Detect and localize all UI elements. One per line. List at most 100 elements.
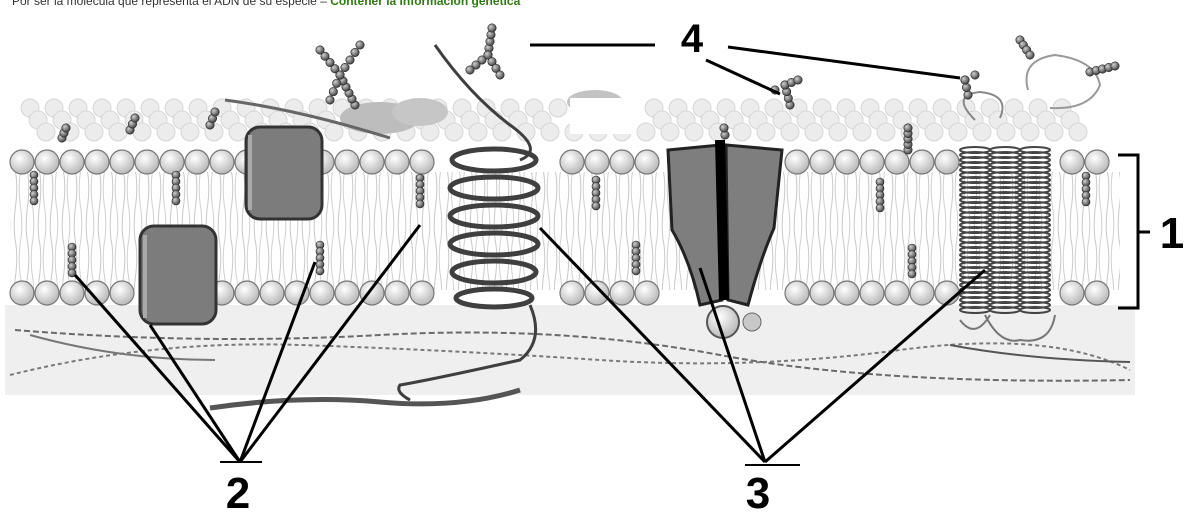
sugar-bead (211, 108, 219, 116)
phospholipid-head (785, 281, 809, 305)
phospholipid-head-back (469, 123, 487, 141)
phospholipid-head (835, 150, 859, 174)
cholesterol-bead (1082, 198, 1090, 206)
phospholipid-head (10, 281, 34, 305)
phospholipid-head (60, 281, 84, 305)
phospholipid-head (1085, 281, 1109, 305)
sugar-bead (961, 76, 969, 84)
sugar-bead (356, 41, 364, 49)
sugar-bead (1111, 62, 1119, 70)
phospholipid-head-back (229, 123, 247, 141)
label-3: 3 (746, 469, 770, 518)
phospholipid-head-back (85, 123, 103, 141)
phospholipid-head (635, 150, 659, 174)
phospholipid-head (85, 150, 109, 174)
cholesterol-bead (876, 204, 884, 212)
cholesterol-bead (632, 267, 640, 275)
sugar-bead (346, 56, 354, 64)
phospholipid-head (935, 150, 959, 174)
phospholipid-head (910, 150, 934, 174)
phospholipid-head-back (733, 123, 751, 141)
integral-protein-left (246, 127, 322, 219)
phospholipid-head (1085, 150, 1109, 174)
phospholipid-head (860, 150, 884, 174)
phospholipid-head-back (1021, 123, 1039, 141)
phospholipid-head (585, 150, 609, 174)
sugar-bead (332, 79, 340, 87)
phospholipid-head (560, 281, 584, 305)
phospholipid-head (260, 281, 284, 305)
sugar-bead (720, 124, 728, 132)
phospholipid-head-back (637, 123, 655, 141)
sugar-bead (964, 91, 972, 99)
cholesterol-bead (592, 202, 600, 210)
phospholipid-head (210, 150, 234, 174)
sugar-bead (1026, 51, 1034, 59)
phospholipid-head (610, 281, 634, 305)
cholesterol-bead (908, 270, 916, 278)
phospholipid-head (310, 281, 334, 305)
phospholipid-head (185, 150, 209, 174)
phospholipid-head (135, 150, 159, 174)
sugar-bead (962, 83, 970, 91)
phospholipid-head (35, 281, 59, 305)
phospholipid-head-back (157, 123, 175, 141)
phospholipid-head (385, 150, 409, 174)
sugar-bead (62, 124, 70, 132)
phospholipid-head (10, 150, 34, 174)
sugar-bead (971, 71, 979, 79)
phospholipid-head-back (925, 123, 943, 141)
phospholipid-head (910, 281, 934, 305)
phospholipid-head-back (541, 123, 559, 141)
phospholipid-head (835, 281, 859, 305)
phospholipid-head-back (853, 123, 871, 141)
phospholipid-head-back (445, 123, 463, 141)
phospholipid-head-back (781, 123, 799, 141)
phospholipid-head-back (37, 123, 55, 141)
cholesterol-bead (172, 197, 180, 205)
phospholipid-head (1060, 281, 1084, 305)
phospholipid-head-back (757, 123, 775, 141)
sugar-bead (316, 46, 324, 54)
phospholipid-head (35, 150, 59, 174)
phospholipid-head (410, 281, 434, 305)
phospholipid-head-back (1069, 123, 1087, 141)
phospholipid-head-back (949, 123, 967, 141)
phospholipid-head (410, 150, 434, 174)
phospholipid-head (335, 150, 359, 174)
phospholipid-head (235, 281, 259, 305)
sugar-bead (326, 96, 334, 104)
label-4: 4 (681, 17, 704, 61)
phospholipid-head-back (1045, 123, 1063, 141)
sugar-bead (336, 71, 344, 79)
peripheral-protein-inner (140, 226, 216, 324)
phospholipid-head-back (109, 123, 127, 141)
phospholipid-head (335, 281, 359, 305)
sugar-bead (329, 87, 337, 95)
phospholipid-head (560, 150, 584, 174)
phospholipid-head-back (829, 123, 847, 141)
phospholipid-head-back (325, 123, 343, 141)
sugar-bead (341, 63, 349, 71)
cholesterol-bead (416, 200, 424, 208)
phospholipid-head (810, 281, 834, 305)
phospholipid-head (635, 281, 659, 305)
phospholipid-head (110, 281, 134, 305)
phospholipid-head-back (549, 99, 567, 117)
phospholipid-head (785, 150, 809, 174)
sugar-bead (131, 114, 139, 122)
phospholipid-head (885, 281, 909, 305)
phospholipid-head (860, 281, 884, 305)
phospholipid-head (360, 150, 384, 174)
cholesterol-bead (316, 267, 324, 275)
sugar-bead (794, 76, 802, 84)
phospholipid-head (110, 150, 134, 174)
sugar-bead (488, 24, 496, 32)
phospholipid-head-back (493, 123, 511, 141)
sugar-bead (466, 66, 474, 74)
phospholipid-head (60, 150, 84, 174)
phospholipid-head (810, 150, 834, 174)
phospholipid-head (610, 150, 634, 174)
phospholipid-head-back (181, 123, 199, 141)
